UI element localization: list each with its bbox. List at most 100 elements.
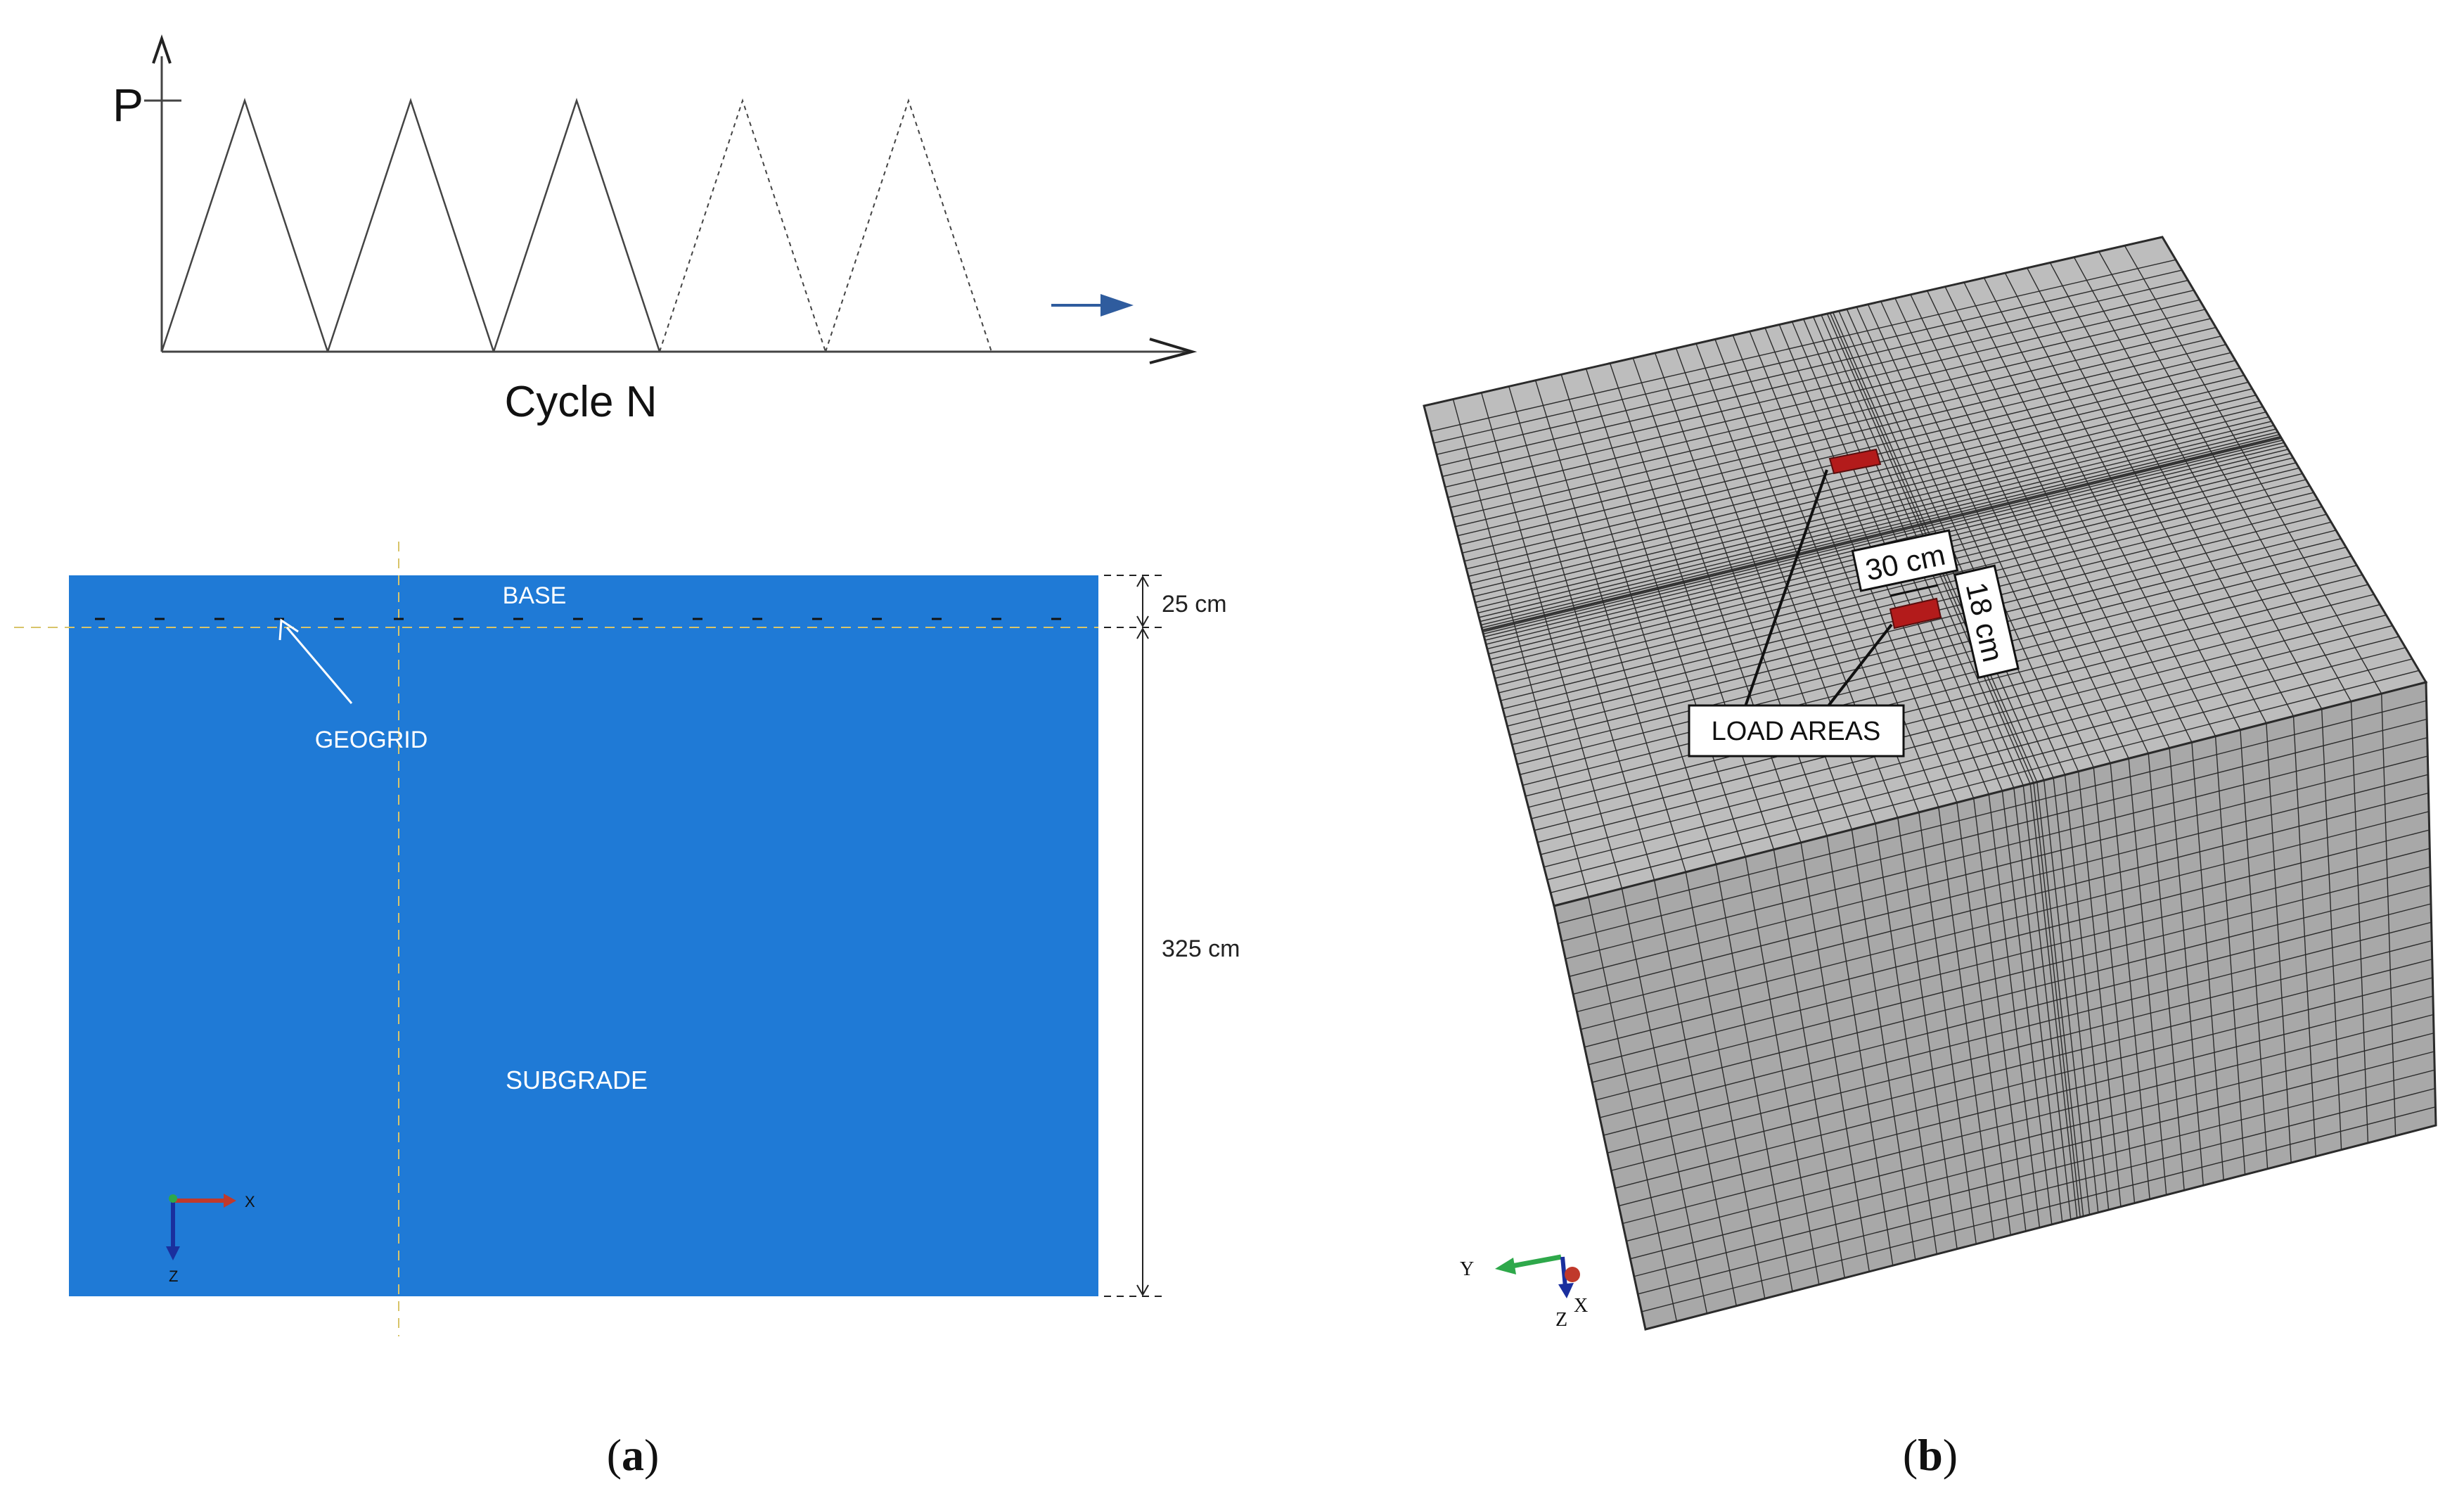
mesh-line <box>1611 959 2432 1171</box>
load-area-1 <box>1828 448 1882 475</box>
axis-y-label: Y <box>1460 1258 1474 1280</box>
mesh-line <box>1442 299 2200 478</box>
subgrade-label: SUBGRADE <box>506 1066 648 1094</box>
axis-triad-a: X Z <box>166 1193 255 1285</box>
dim-arrows <box>1136 575 1149 1297</box>
mesh-line <box>2004 272 2241 731</box>
mesh-line <box>1572 774 2429 995</box>
mesh-line <box>1496 485 2310 686</box>
3d-mesh-model: LOAD AREAS 30 cm 18 cm Y Z X <box>1423 236 2437 1331</box>
mesh-line <box>1584 829 2430 1048</box>
mesh-line <box>1481 434 2280 629</box>
mesh-line <box>1560 374 1717 865</box>
mesh-line <box>1531 603 2380 819</box>
x-axis-dot <box>1565 1267 1580 1282</box>
mesh-line <box>1632 357 1802 843</box>
mesh-line <box>1468 388 2253 577</box>
mesh-line <box>1856 307 2066 775</box>
mesh-line <box>1910 294 2129 759</box>
mesh-line <box>1450 326 2216 509</box>
mesh-line <box>1455 344 2226 528</box>
axis-x-label: X <box>245 1193 255 1210</box>
mesh-line <box>1591 866 2431 1083</box>
load-cycle <box>160 98 329 352</box>
base-label: BASE <box>503 582 567 609</box>
load-cycles <box>160 98 992 352</box>
load-leader-2 <box>1823 623 1893 712</box>
mesh-line <box>1475 411 2266 603</box>
mesh-line <box>1569 755 2428 978</box>
mesh-line <box>1479 425 2274 618</box>
mesh-line <box>1470 395 2257 584</box>
mesh-line <box>1430 259 2176 432</box>
width-dim-line <box>1889 584 1939 597</box>
mesh-line <box>1481 392 1623 889</box>
mesh-line <box>1436 279 2188 455</box>
mesh-line <box>1483 440 2283 635</box>
mesh-line <box>1453 336 2221 518</box>
mesh-line <box>1537 625 2393 843</box>
mesh-line <box>1452 399 1589 897</box>
mesh-line <box>1534 380 1686 873</box>
axis-z-label: Z <box>1555 1309 1567 1331</box>
mesh-line <box>1466 381 2249 570</box>
mesh-line <box>1558 700 2427 924</box>
mesh-line <box>1509 530 2337 736</box>
mesh-line <box>1580 811 2430 1030</box>
load-cycle <box>659 98 826 352</box>
mesh-line <box>1637 1087 2436 1295</box>
mesh-line <box>1634 1069 2435 1277</box>
mesh-line <box>1749 331 1939 808</box>
z-axis-arrow <box>1560 1256 1567 1288</box>
mesh-line <box>1880 301 2094 768</box>
mesh-line <box>1540 636 2399 855</box>
x-axis-label: Cycle N <box>504 378 657 426</box>
z-axis-arrowhead <box>1558 1283 1574 1298</box>
load-label-box <box>1688 704 1905 758</box>
mesh-line <box>1476 416 2269 608</box>
mesh-line <box>1514 547 2347 755</box>
mesh-line <box>1482 437 2282 633</box>
y-axis-arrow <box>1511 1254 1562 1269</box>
mesh-line <box>2027 267 2267 724</box>
mesh-line <box>1626 1033 2434 1242</box>
direction-arrow-head <box>1101 294 1134 317</box>
mesh-line <box>2049 262 2295 717</box>
mesh-line <box>1963 282 2193 743</box>
caption-a: (a) <box>607 1430 660 1480</box>
mesh-line <box>1480 431 2278 626</box>
mesh-line <box>1528 594 2375 808</box>
mesh-line <box>1577 792 2429 1013</box>
mesh-line <box>1588 848 2430 1066</box>
mesh-line <box>1622 1014 2434 1225</box>
mesh-line <box>1565 737 2427 959</box>
mesh-line <box>1618 995 2434 1207</box>
load-area-2 <box>1889 597 1942 630</box>
axis-z-label: Z <box>169 1267 178 1285</box>
mesh-line <box>1500 499 2318 701</box>
mesh-line <box>1457 352 2231 537</box>
geogrid-pointer-head <box>278 618 299 641</box>
mesh-line <box>2073 257 2323 710</box>
load-cycle <box>326 98 495 352</box>
mesh-line <box>1473 406 2264 597</box>
y-axis-dot <box>169 1194 177 1203</box>
pavement-cross-section: BASE GEOGRID SUBGRADE 25 cm 325 cm X Z <box>14 542 1240 1336</box>
axis-triad-b: Y Z X <box>1460 1254 1588 1331</box>
mesh-line <box>1507 521 2332 727</box>
width-label-box <box>1851 529 1959 592</box>
mesh-line <box>1550 670 2420 893</box>
mesh-line <box>1547 658 2413 881</box>
mesh-line <box>1512 538 2342 746</box>
mesh-front-grid <box>1553 694 2436 1330</box>
mesh-line <box>2124 245 2382 694</box>
mesh-line <box>1447 318 2211 498</box>
mesh-line <box>1444 309 2206 488</box>
mesh-line <box>1983 277 2216 737</box>
cyclic-load-plot: P Cycle N <box>113 34 1198 426</box>
mesh-line <box>1641 1106 2436 1312</box>
mesh-line <box>1630 1051 2434 1260</box>
load-leader-1 <box>1743 469 1828 711</box>
mesh-line <box>1927 290 2149 754</box>
